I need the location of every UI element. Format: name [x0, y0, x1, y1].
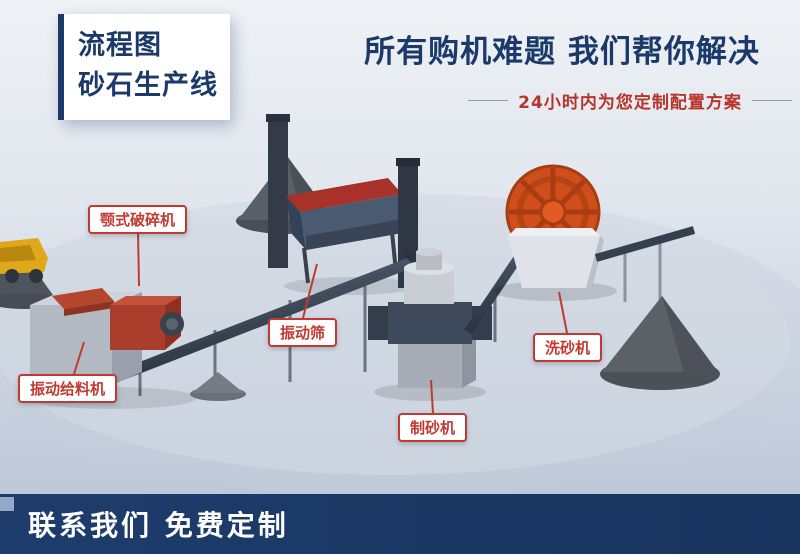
gravel-pile-right	[600, 296, 720, 390]
main-title: 所有购机难题 我们帮你解决	[364, 34, 760, 70]
label-jaw-crusher: 颚式破碎机	[88, 205, 188, 234]
subtitle-text: 24小时内为您定制配置方案	[518, 93, 742, 113]
label-sand-making-machine: 制砂机	[398, 413, 468, 442]
badge-accent-bar	[58, 14, 64, 120]
small-gravel-mounds	[190, 372, 246, 401]
badge-line1: 流程图	[78, 30, 162, 61]
subtitle-line-right	[751, 100, 793, 101]
sand-washing-machine-illustration	[493, 164, 617, 301]
footer-cta-text: 联系我们 免费定制	[28, 509, 289, 542]
badge-text: 流程图 砂石生产线	[64, 14, 230, 120]
title-badge: 流程图 砂石生产线	[58, 14, 230, 120]
subtitle-row: 24小时内为您定制配置方案	[468, 88, 793, 113]
corner-accent-square	[0, 497, 14, 511]
subtitle-line-left	[468, 100, 509, 101]
conveyor-belt-to-washer	[464, 249, 526, 342]
label-sand-washing-machine: 洗砂机	[533, 333, 603, 362]
vibrating-feeder-illustration	[52, 288, 114, 316]
vibrating-screen-illustration	[284, 178, 416, 295]
badge-line2: 砂石生产线	[78, 70, 218, 101]
support-tower-left	[266, 114, 290, 268]
dump-truck	[0, 238, 48, 283]
label-vibrating-screen: 振动筛	[268, 318, 338, 347]
leader-lines	[73, 231, 568, 414]
jaw-crusher-illustration	[110, 296, 184, 350]
footer-cta-bar[interactable]: 联系我们 免费定制	[0, 494, 800, 554]
label-vibrating-feeder: 振动给料机	[18, 374, 118, 403]
